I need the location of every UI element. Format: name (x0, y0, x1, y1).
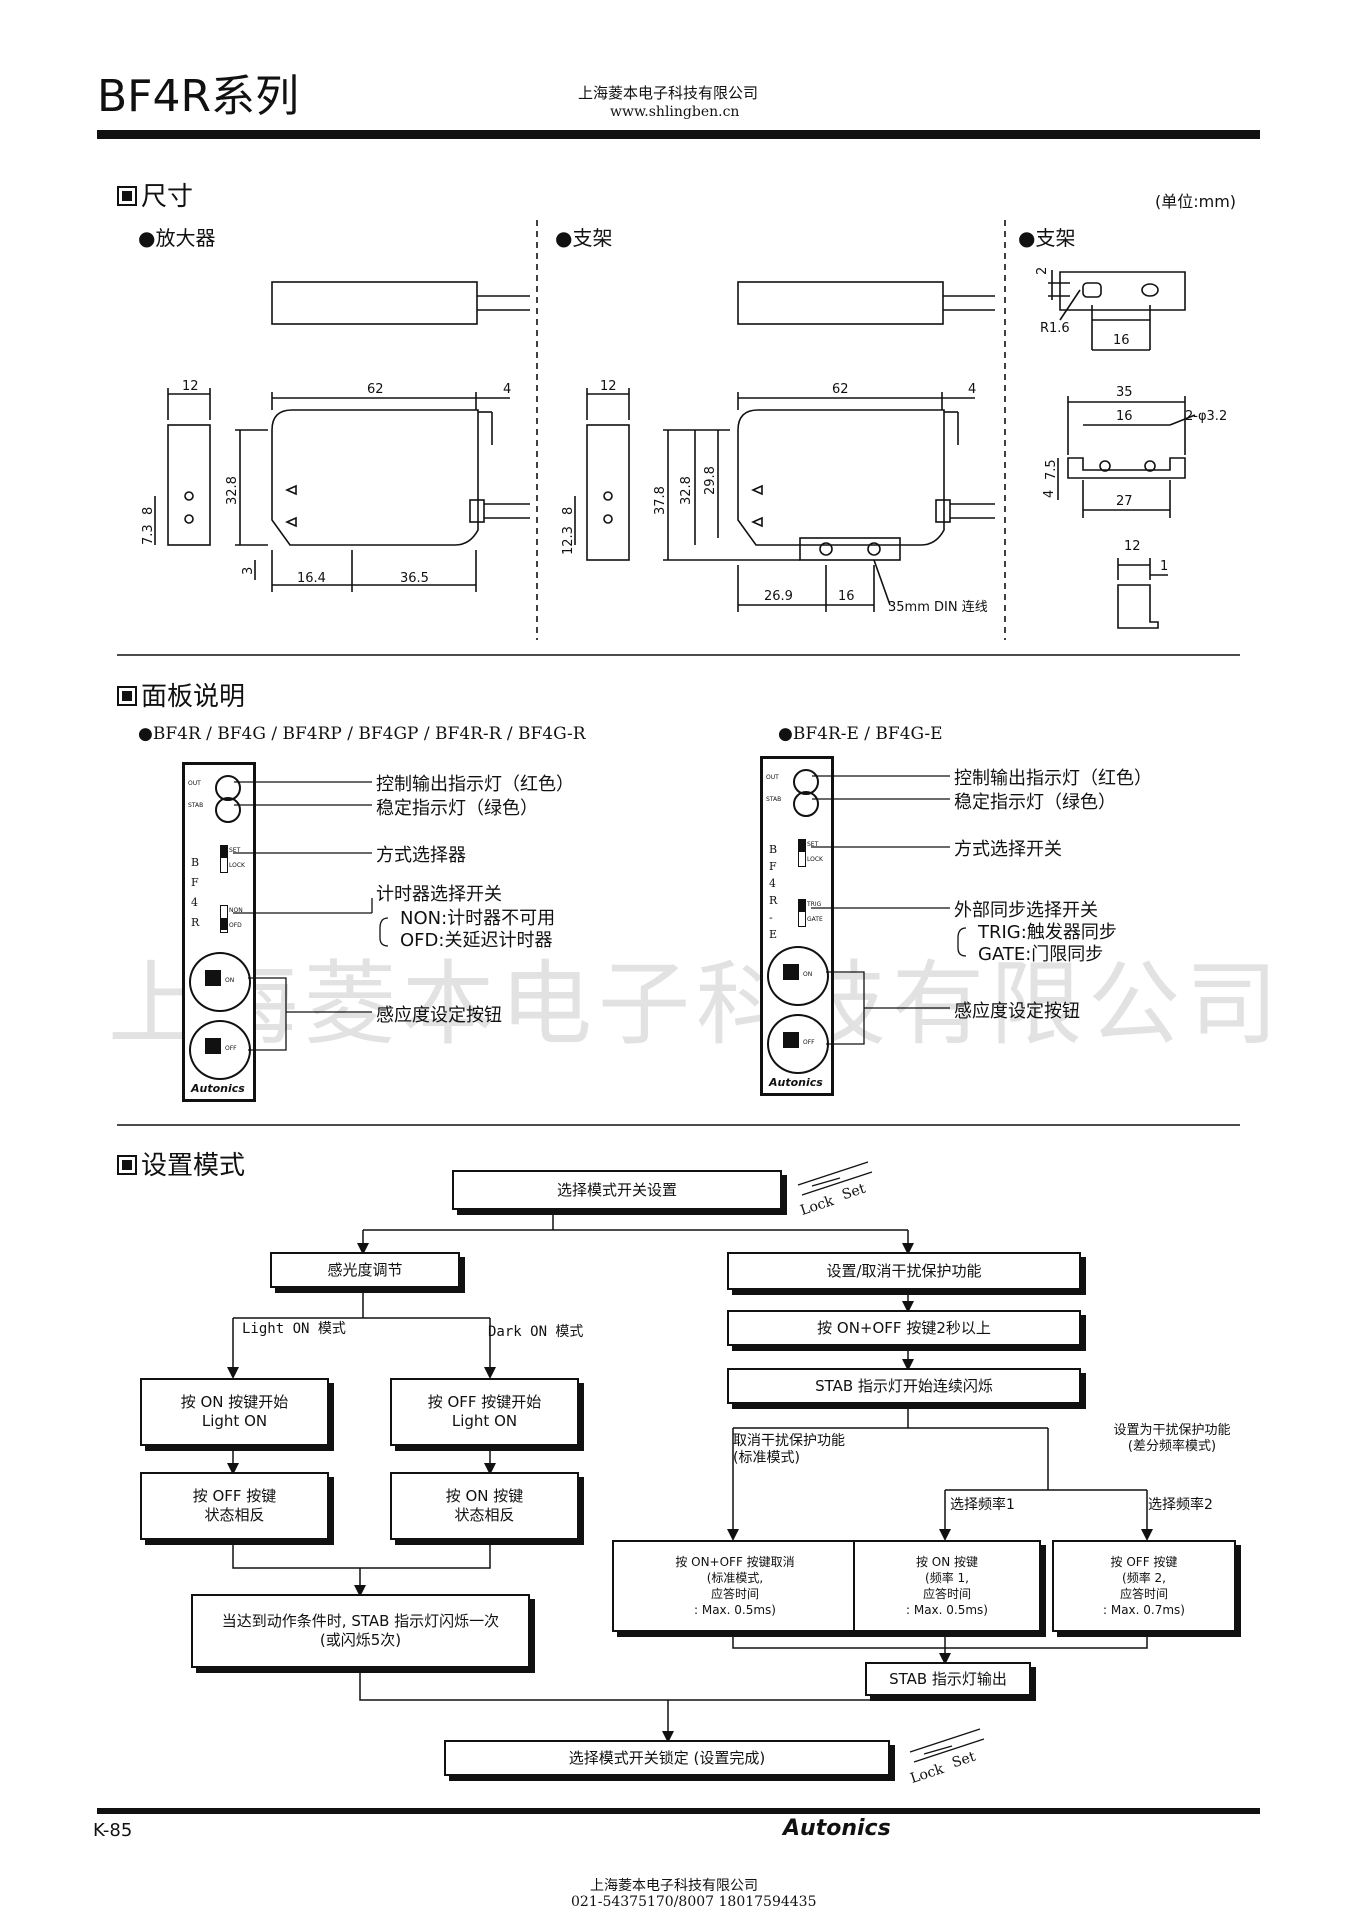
flow-freq2-box: 按 OFF 按键 (频率 2, 应答时间 : Max. 0.7ms) (1052, 1540, 1236, 1632)
brand-left: Autonics (191, 1082, 245, 1095)
header-company: 上海菱本电子科技有限公司 (578, 84, 759, 102)
flow-press-off-light: 按 OFF 按键开始 Light ON (390, 1378, 579, 1446)
flow-switch-set: 选择模式开关设置 (452, 1170, 782, 1210)
header-website: www.shlingben.cn (610, 104, 740, 120)
panel-left-models: ●BF4R / BF4G / BF4RP / BF4GP / BF4R-R / … (138, 724, 586, 744)
dim-amp-h32: 32.8 (225, 476, 240, 505)
brand-right: Autonics (769, 1076, 823, 1089)
dim-br2-hole: 2-φ3.2 (1185, 409, 1227, 424)
dim-br1-h29: 29.8 (703, 466, 718, 495)
flow-press-on-rev: 按 ON 按键 状态相反 (390, 1472, 579, 1540)
section-panel: 面板说明 (117, 676, 245, 713)
callout-right-stab: 稳定指示灯（绿色） (954, 792, 1116, 813)
flow-cancel-protect: 取消干扰保护功能 (标准模式) (733, 1433, 845, 1466)
dim-br1-l62: 62 (832, 382, 849, 397)
flow-press-onoff: 按 ON+OFF 按键2秒以上 (727, 1310, 1081, 1346)
dim-br1-b16: 16 (838, 589, 855, 604)
callout-right-ctrl: 控制输出指示灯（红色） (954, 768, 1152, 789)
flow-stab-output: STAB 指示灯输出 (865, 1662, 1031, 1696)
dim-br2-r: R1.6 (1040, 321, 1070, 336)
callout-right-trig: TRIG:触发器同步 (978, 922, 1117, 943)
flow-light-on-mode: Light ON 模式 (242, 1321, 346, 1337)
flow-switch-lock: 选择模式开关锁定 (设置完成) (444, 1740, 890, 1776)
dim-amp-h3: 3 (241, 567, 256, 575)
unit-label: (单位:mm) (1155, 192, 1237, 211)
dim-br1-e4: 4 (968, 382, 976, 397)
footer-phone: 021-54375170/8007 18017594435 (571, 1894, 817, 1910)
flow-dark-on-mode: Dark ON 模式 (488, 1324, 584, 1340)
on-button-right (783, 964, 799, 980)
bracket2-label: ●支架 (1018, 226, 1076, 250)
dim-br2-12: 12 (1124, 539, 1141, 554)
callout-left-stab: 稳定指示灯（绿色） (376, 798, 538, 819)
dim-amp-h8: 8 (141, 507, 156, 515)
header-rule (97, 130, 1260, 139)
flow-cancel-box: 按 ON+OFF 按键取消 (标准模式, 应答时间 : Max. 0.5ms) (612, 1540, 858, 1632)
flow-interference: 设置/取消干扰保护功能 (727, 1252, 1081, 1290)
dim-br2-16b: 16 (1116, 409, 1133, 424)
flow-freq2: 选择频率2 (1148, 1497, 1213, 1513)
dim-amp-h7: 7.3 (141, 524, 156, 545)
on-button-left (205, 970, 221, 986)
dim-amp-l62: 62 (367, 382, 384, 397)
callout-right-sens: 感应度设定按钮 (954, 1001, 1080, 1022)
dim-br2-4: 4 (1042, 490, 1057, 498)
dim-br1-h12: 12.3 (561, 526, 576, 555)
dim-amp-e4: 4 (503, 382, 511, 397)
flow-press-off-rev: 按 OFF 按键 状态相反 (140, 1472, 329, 1540)
dim-br1-h37: 37.8 (653, 486, 668, 515)
flow-freq1-box: 按 ON 按键 (频率 1, 应答时间 : Max. 0.5ms) (853, 1540, 1041, 1632)
dim-br2-16a: 16 (1113, 333, 1130, 348)
flow-stab-blink: STAB 指示灯开始连续闪烁 (727, 1368, 1081, 1404)
dim-br2-d2: 2 (1035, 267, 1050, 275)
flow-press-on-light: 按 ON 按键开始 Light ON (140, 1378, 329, 1446)
callout-left-sens: 感应度设定按钮 (376, 1005, 502, 1026)
dim-amp-b16: 16.4 (297, 571, 326, 586)
callout-left-ofd: OFD:关延迟计时器 (400, 930, 553, 951)
off-button-left (205, 1038, 221, 1054)
callout-left-timer: 计时器选择开关 (376, 884, 502, 905)
dim-br1-w12: 12 (600, 379, 617, 394)
footer-company: 上海菱本电子科技有限公司 (590, 1878, 758, 1894)
panel-right-models: ●BF4R-E / BF4G-E (778, 724, 943, 744)
callout-right-mode: 方式选择开关 (954, 839, 1062, 860)
dim-br2-27: 27 (1116, 494, 1133, 509)
flow-sensitivity: 感光度调节 (270, 1252, 460, 1288)
dim-amp-b36: 36.5 (400, 571, 429, 586)
footer-rule (97, 1808, 1260, 1814)
dim-br1-h32: 32.8 (679, 476, 694, 505)
flow-freq1: 选择频率1 (950, 1497, 1015, 1513)
callout-left-ctrl: 控制输出指示灯（红色） (376, 774, 574, 795)
section-setting: 设置模式 (117, 1145, 245, 1182)
callout-right-sync: 外部同步选择开关 (954, 900, 1098, 921)
dim-br1-din: 35mm DIN 连线 (888, 599, 988, 615)
series-title: BF4R系列 (97, 71, 300, 122)
callout-left-mode: 方式选择器 (376, 845, 466, 866)
page-number: K-85 (93, 1820, 133, 1841)
flow-stab-once: 当达到动作条件时, STAB 指示灯闪烁一次 (或闪烁5次) (191, 1594, 530, 1668)
callout-right-gate: GATE:门限同步 (978, 944, 1104, 965)
dim-br2-1: 1 (1160, 559, 1168, 574)
flow-set-protect: 设置为干扰保护功能 (差分频率模式) (1113, 1423, 1231, 1454)
bracket1-label: ●支架 (555, 226, 613, 250)
off-button-right (783, 1032, 799, 1048)
amplifier-label: ●放大器 (138, 226, 216, 250)
watermark: 上海菱本电子科技有限公司 (108, 951, 1285, 1058)
callout-left-non: NON:计时器不可用 (400, 908, 556, 929)
dim-br2-35: 35 (1116, 385, 1133, 400)
dim-amp-w12: 12 (182, 379, 199, 394)
dim-br1-b26: 26.9 (764, 589, 793, 604)
dim-br1-h8: 8 (561, 507, 576, 515)
section-dimensions: 尺寸 (117, 176, 193, 213)
footer-brand: Autonics (783, 1816, 891, 1841)
dim-br2-75: 7.5 (1044, 459, 1059, 480)
